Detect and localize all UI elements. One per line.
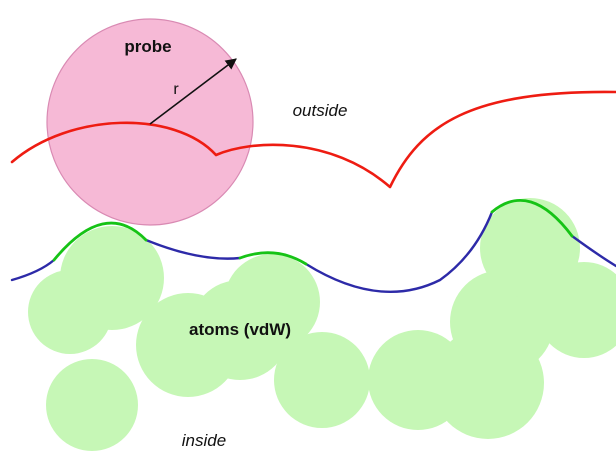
solvent-excluded-surface-reentrant <box>10 210 616 294</box>
atoms-group <box>28 198 616 451</box>
solvent-excluded-surface-contact <box>52 198 574 266</box>
atom <box>536 262 616 358</box>
radius-arrow <box>149 58 237 125</box>
inside-label: inside <box>182 431 226 450</box>
outside-label: outside <box>293 101 348 120</box>
atom <box>274 332 370 428</box>
probe-sphere <box>46 18 254 226</box>
probe-label: probe <box>124 37 171 56</box>
atom <box>28 270 112 354</box>
atom <box>46 359 138 451</box>
atoms-label: atoms (vdW) <box>189 320 291 339</box>
atom <box>224 254 320 350</box>
radius-label: r <box>173 81 179 98</box>
solvent-accessible-surface <box>10 90 616 189</box>
